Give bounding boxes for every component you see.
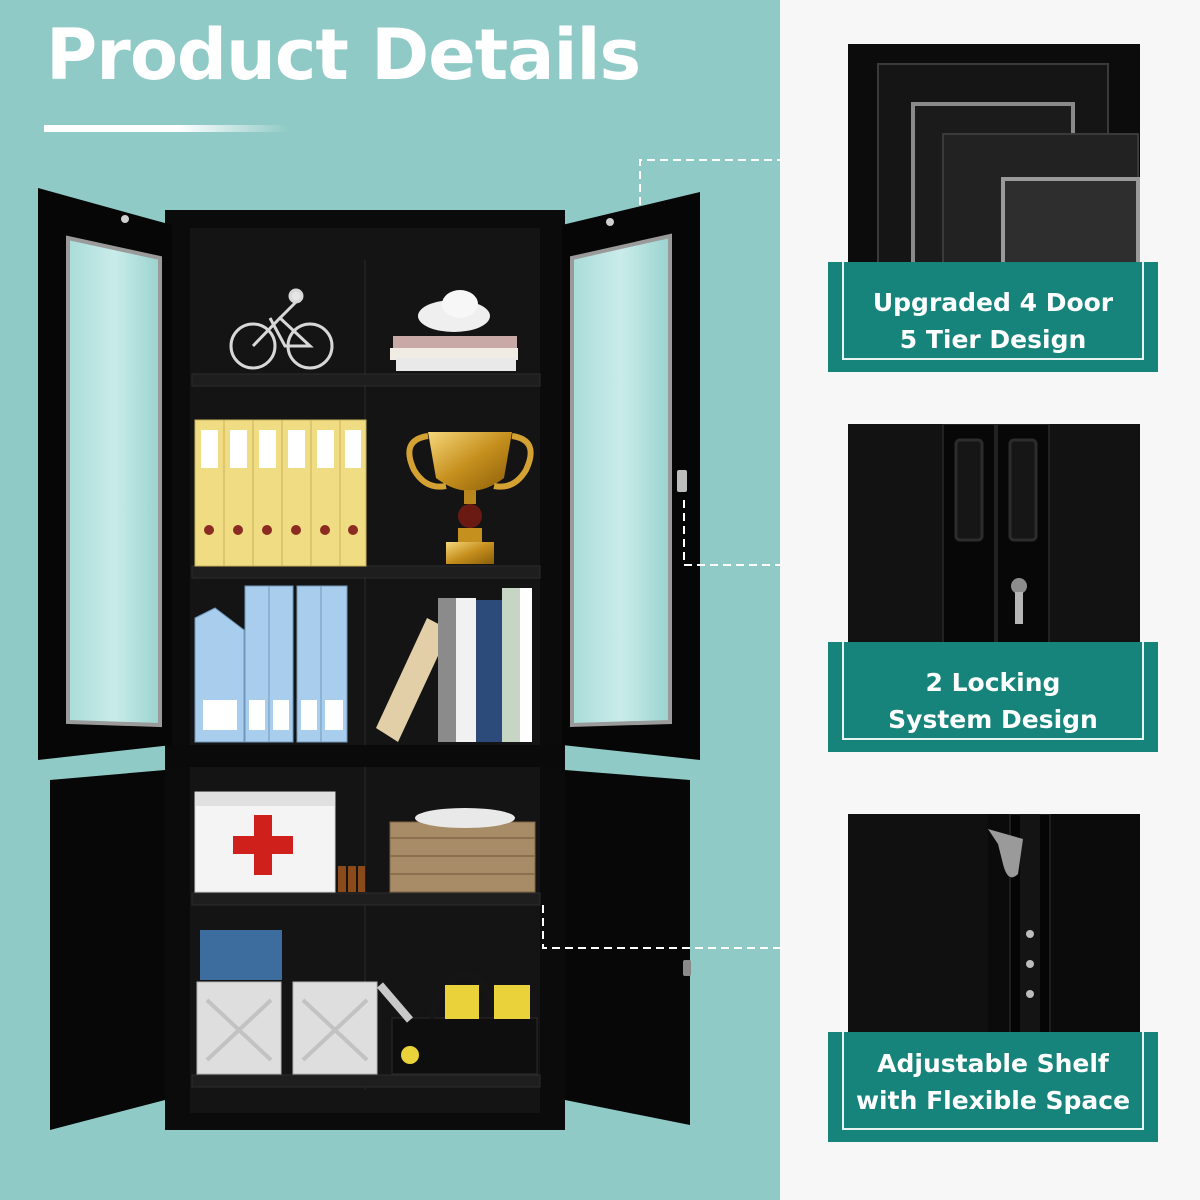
blue-binders [194, 585, 348, 743]
bicycle-figurine [229, 288, 334, 370]
storage-bins [196, 930, 378, 1075]
feature-frame [842, 642, 1144, 740]
feature-frame [842, 1032, 1144, 1130]
feature-label: Upgraded 4 Door 5 Tier Design [872, 288, 1114, 354]
books [376, 588, 532, 742]
page-title: Product Details [46, 14, 641, 96]
feature-band [828, 1032, 1158, 1142]
leader-lines [542, 159, 780, 949]
trophy [406, 432, 534, 564]
title-underline [44, 125, 289, 132]
feature-frame [842, 262, 1144, 360]
yellow-binders [194, 419, 367, 567]
cabinet-illustration [38, 159, 780, 1130]
feature-card-4-door: Upgraded 4 Door 5 Tier Design [828, 30, 1158, 375]
left-lower-door [50, 770, 165, 1130]
left-glass-door [38, 188, 172, 760]
cabinet-shelves [191, 373, 541, 1088]
tool-bag [376, 970, 538, 1075]
feature-card-locking: 2 Locking System Design [828, 410, 1158, 755]
feature-band [828, 262, 1158, 372]
feature-label: Adjustable Shelf with Flexible Space [855, 1049, 1131, 1115]
stacked-doors-photo [848, 44, 1140, 274]
shelf-bracket-photo [848, 814, 1140, 1044]
first-aid-box [194, 791, 336, 893]
right-glass-door [562, 192, 700, 760]
right-lower-door [565, 770, 691, 1125]
wicker-basket [389, 808, 536, 893]
feature-card-shelf: Adjustable Shelf with Flexible Space [828, 800, 1158, 1145]
door-lock-photo [848, 424, 1140, 654]
small-bottles [338, 866, 365, 892]
feature-label: 2 Locking System Design [888, 668, 1098, 734]
feature-band [828, 642, 1158, 752]
book-stack [390, 290, 518, 371]
